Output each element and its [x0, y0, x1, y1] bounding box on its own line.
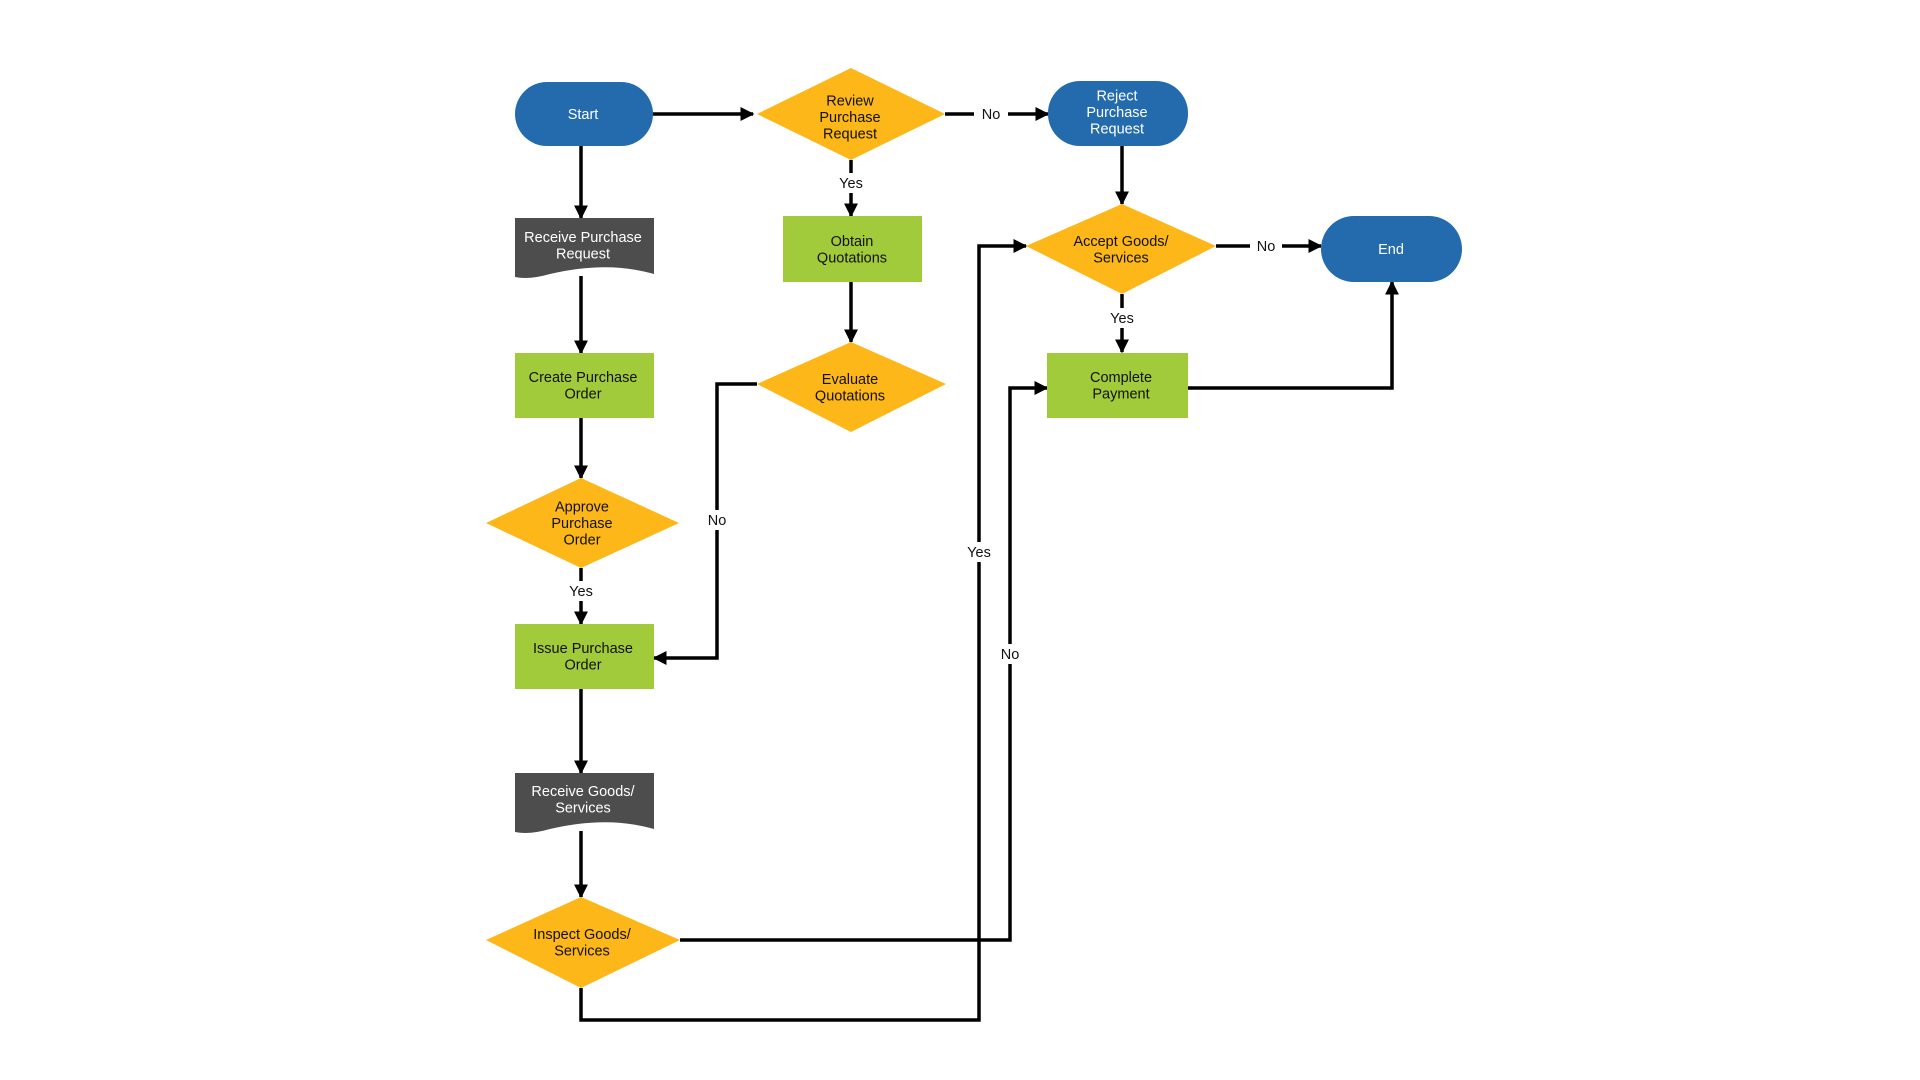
node-label-line: Request	[823, 127, 877, 143]
edge-label-approve-yes: Yes	[569, 584, 593, 600]
start-terminal	[515, 82, 653, 146]
obtain-quotations-process	[783, 216, 922, 282]
create-po-process	[515, 353, 654, 418]
node-label-line: Quotations	[815, 388, 885, 404]
node-label-line: Start	[568, 107, 599, 123]
evaluate-quotations-decision	[757, 342, 946, 432]
approve-po-decision	[486, 478, 679, 568]
edge-label-inspect-yes: Yes	[967, 545, 991, 561]
accept-goods-decision	[1026, 204, 1216, 294]
edge-label-accept-yes: Yes	[1110, 311, 1134, 327]
node-label-line: Obtain	[831, 234, 874, 250]
node-label-inspect-goods: Inspect Goods/Services	[533, 927, 631, 960]
node-label-line: End	[1378, 242, 1404, 258]
node-label-line: Quotations	[817, 250, 887, 266]
edge-inspect-goods-to-accept-goods	[579, 239, 1028, 1022]
inspect-goods-decision	[486, 897, 680, 988]
end-terminal	[1321, 216, 1462, 282]
edge-complete-payment-to-end	[1188, 280, 1399, 390]
node-label-line: Request	[1090, 122, 1144, 138]
edge-label-accept-no: No	[1257, 239, 1276, 255]
shapes	[486, 68, 1462, 988]
edge-inspect-goods-to-complete-payment	[680, 381, 1049, 942]
issue-po-process	[515, 624, 654, 689]
node-label-line: Request	[556, 246, 610, 262]
node-label-line: Inspect Goods/	[533, 927, 631, 943]
node-label-line: Services	[554, 943, 610, 959]
node-label-line: Purchase	[551, 516, 612, 532]
node-label-line: Approve	[555, 500, 609, 516]
node-label-line: Order	[564, 386, 601, 402]
node-label-line: Accept Goods/	[1073, 234, 1169, 250]
node-label-receive-goods: Receive Goods/Services	[531, 784, 635, 817]
complete-payment-process	[1047, 353, 1188, 418]
node-label-start: Start	[568, 107, 599, 123]
node-label-line: Order	[563, 533, 600, 549]
node-label-line: Issue Purchase	[533, 641, 633, 657]
node-label-line: Review	[826, 94, 874, 110]
node-label-line: Purchase	[819, 110, 880, 126]
node-label-line: Evaluate	[822, 372, 878, 388]
node-label-line: Create Purchase	[529, 370, 638, 386]
receive-goods-document	[515, 773, 654, 833]
review-request-decision	[757, 68, 945, 160]
node-label-line: Services	[1093, 250, 1149, 266]
reject-request-terminal	[1048, 81, 1188, 146]
edge-label-review-yes: Yes	[839, 176, 863, 192]
node-label-line: Receive Purchase	[524, 230, 642, 246]
node-label-line: Complete	[1090, 370, 1152, 386]
node-label-line: Order	[564, 657, 601, 673]
edge-labels: No Yes Yes No Yes No No Yes	[564, 104, 1282, 664]
node-label-line: Payment	[1092, 386, 1149, 402]
edge-label-evaluate-no: No	[708, 513, 727, 529]
edge-label-inspect-no: No	[1001, 647, 1020, 663]
node-label-line: Services	[555, 800, 611, 816]
node-label-accept-goods: Accept Goods/Services	[1073, 234, 1169, 267]
edge-label-review-no: No	[982, 107, 1001, 123]
receive-request-document	[515, 218, 654, 278]
node-label-end: End	[1378, 242, 1404, 258]
node-label-line: Receive Goods/	[531, 784, 635, 800]
node-label-line: Purchase	[1086, 105, 1147, 121]
node-label-line: Reject	[1096, 89, 1137, 105]
